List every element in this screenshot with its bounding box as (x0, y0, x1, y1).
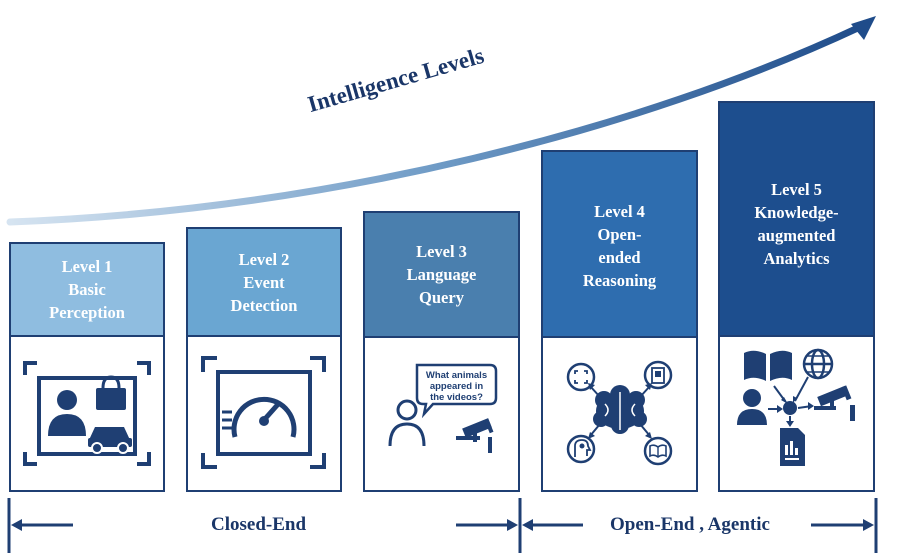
level-2-card: Level 2 Event Detection (186, 227, 342, 492)
level-2-line-3: Detection (230, 295, 298, 315)
level-5-card: Level 5 Knowledge- augmented Analytics (718, 101, 875, 492)
open-left-arrowhead (522, 519, 533, 531)
brain-network-icon (566, 360, 673, 466)
photo-frame-icon (23, 361, 151, 466)
level-3-title: Level 3 (416, 242, 467, 261)
level-3-line-2: Language (406, 265, 477, 284)
query-bubble-line-1: What animals (426, 370, 487, 381)
speedometer-icon (201, 356, 326, 469)
open-book-icon (744, 350, 792, 381)
report-icon (780, 428, 805, 466)
level-1-line-2: Basic (68, 280, 106, 299)
open-end-agentic-label: Open-End , Agentic (610, 514, 770, 535)
level-4-line-2: Open- (597, 225, 642, 244)
closed-left-arrowhead (11, 519, 22, 531)
head-thought-icon (566, 434, 596, 464)
level-3-header: Level 3 Language Query (365, 213, 518, 338)
language-query-icon: What animals appeared in the videos? (388, 363, 498, 453)
level-5-line-3: augmented (757, 226, 836, 245)
book-icon (643, 436, 673, 466)
level-5-line-2: Knowledge- (754, 203, 839, 222)
level-1-title: Level 1 (61, 257, 113, 276)
query-bubble-line-3: the videos? (430, 392, 483, 403)
level-1-line-3: Perception (49, 303, 125, 322)
user-icon (737, 389, 767, 425)
closed-right-arrowhead (507, 519, 518, 531)
level-4-line-3: ended (598, 248, 641, 267)
level-3-line-3: Query (419, 288, 464, 307)
query-bubble-line-2: appeared in (430, 381, 484, 392)
level-1-card: Level 1 Basic Perception (9, 242, 165, 492)
level-4-line-4: Reasoning (582, 271, 657, 290)
level-1-header: Level 1 Basic Perception (11, 244, 163, 337)
level-5-line-4: Analytics (763, 249, 830, 268)
level-2-title: Level 2 (238, 249, 290, 269)
knowledge-graph-icon (737, 348, 855, 466)
level-5-title: Level 5 (771, 180, 822, 199)
level-5-header: Level 5 Knowledge- augmented Analytics (720, 103, 873, 337)
level-3-card: Level 3 Language Query (363, 211, 520, 492)
security-camera-icon (814, 385, 855, 421)
globe-icon (802, 348, 834, 380)
level-4-card: Level 4 Open- ended Reasoning (541, 150, 698, 492)
closed-end-label: Closed-End (211, 514, 307, 535)
person-icon (388, 399, 426, 447)
document-icon (643, 360, 673, 390)
level-4-title: Level 4 (594, 202, 645, 221)
camera-icon (456, 418, 494, 453)
focus-icon (566, 362, 596, 392)
open-right-arrowhead (863, 519, 874, 531)
level-2-line-2: Event (243, 272, 285, 292)
level-2-header: Level 2 Event Detection (188, 229, 340, 337)
level-4-header: Level 4 Open- ended Reasoning (543, 152, 696, 338)
